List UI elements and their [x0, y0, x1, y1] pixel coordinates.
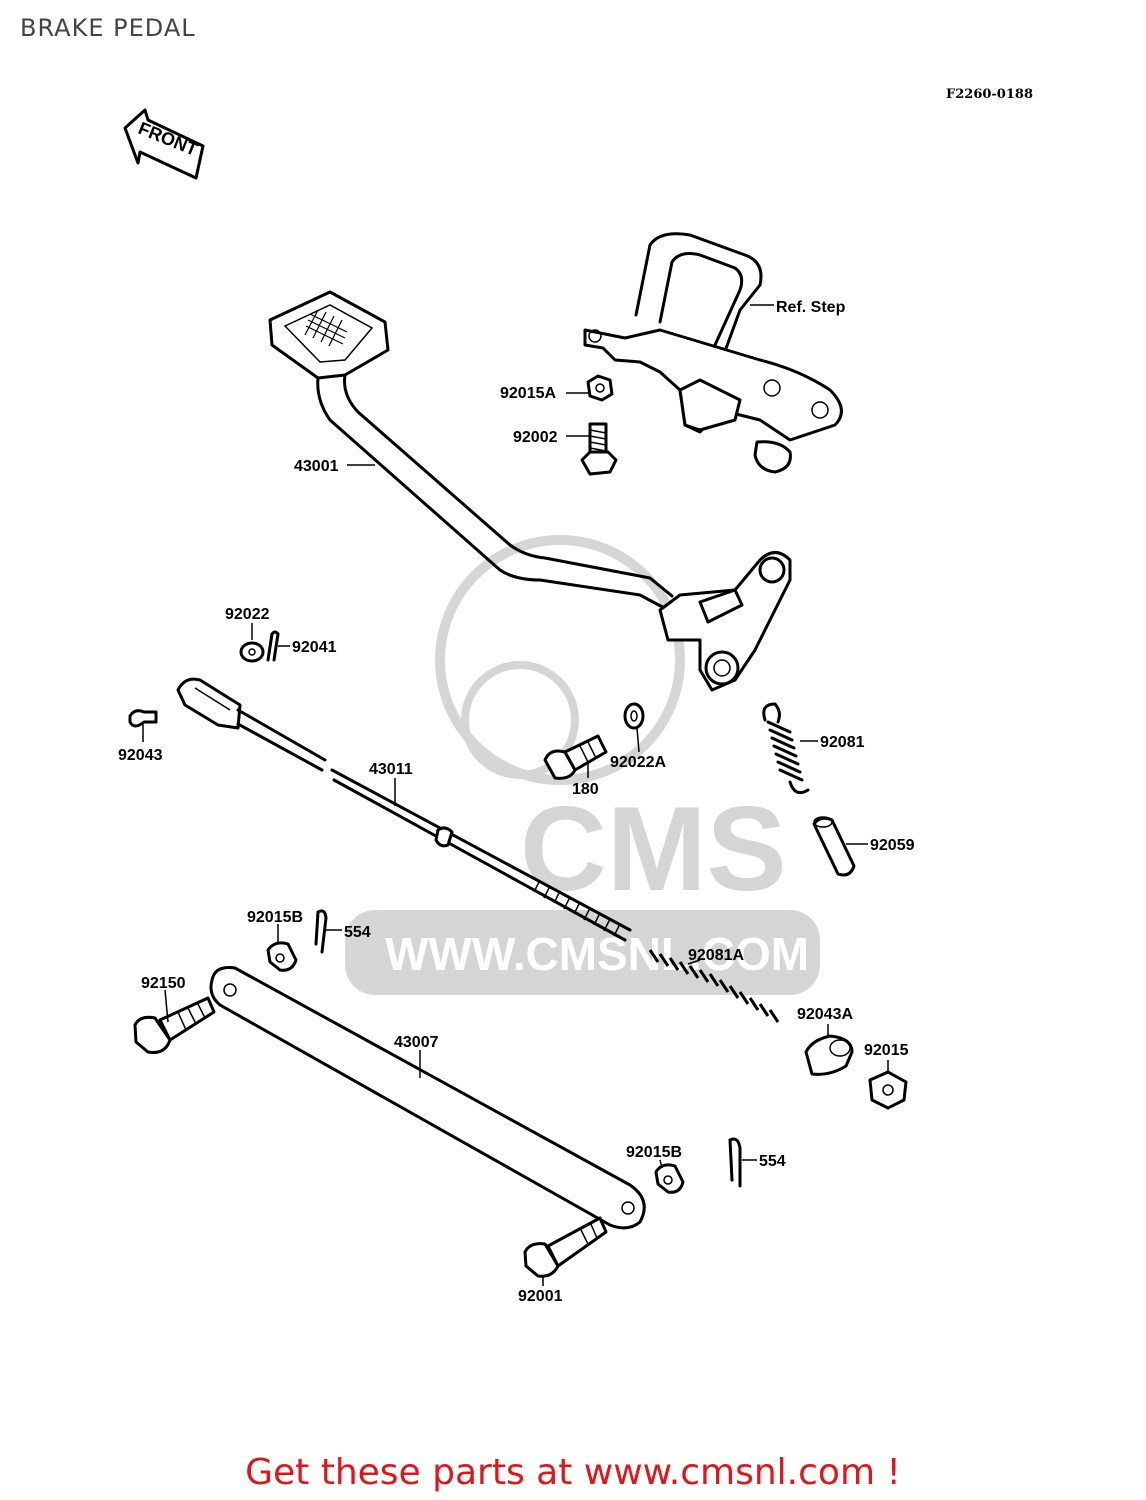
spring-92081A: [648, 949, 780, 1023]
bolt-92150: [133, 996, 216, 1054]
label-43011: 43011: [369, 761, 413, 778]
nut-92015A: [586, 374, 614, 402]
watermark-brand: CMS: [520, 782, 787, 916]
clip-554-top: [314, 909, 328, 954]
label-92041: 92041: [292, 639, 337, 656]
cms-watermark: CMS WWW.CMSNL.COM: [345, 535, 820, 995]
label-554-top: 554: [344, 924, 371, 941]
leader-lines: [142, 304, 889, 1286]
collar-92059: [812, 816, 856, 877]
bolt-92002: [580, 422, 618, 476]
label-554-bottom: 554: [759, 1153, 786, 1170]
clip-554-bottom: [728, 1137, 742, 1188]
collar-92043A: [804, 1034, 854, 1076]
label-92015A: 92015A: [500, 385, 556, 402]
label-92059: 92059: [870, 837, 915, 854]
diagram-code: F2260-0188: [946, 87, 1033, 102]
label-92015B-top: 92015B: [247, 909, 303, 926]
label-92022: 92022: [225, 606, 270, 623]
label-92015B-bottom: 92015B: [626, 1144, 682, 1161]
nut-92015B-bottom: [654, 1163, 685, 1194]
label-92043A: 92043A: [797, 1006, 853, 1023]
bolt-92001: [523, 1216, 608, 1278]
watermark-url: WWW.CMSNL.COM: [385, 928, 809, 980]
page-title: BRAKE PEDAL: [20, 14, 196, 42]
brake-pedal-43001: [268, 290, 792, 692]
label-92043: 92043: [118, 747, 163, 764]
brake-link-43007: [209, 966, 646, 1230]
washer-92022A: [623, 702, 645, 730]
cotter-pin-92041: [266, 630, 280, 662]
nut-92015B-top: [266, 941, 298, 972]
label-92001: 92001: [518, 1288, 563, 1305]
pin-92043: [128, 709, 158, 728]
label-92015: 92015: [864, 1042, 909, 1059]
brake-rod-43011: [176, 677, 632, 942]
label-92022A: 92022A: [610, 754, 666, 771]
bolt-180: [543, 734, 608, 780]
label-ref-step: Ref. Step: [776, 299, 846, 316]
front-arrow-icon: FRONT: [123, 108, 205, 180]
pedal-grip-pattern: [304, 309, 348, 347]
nut-92015: [868, 1070, 908, 1110]
label-180: 180: [572, 781, 599, 798]
label-43007: 43007: [394, 1034, 439, 1051]
footer-link[interactable]: Get these parts at www.cmsnl.com !: [245, 1452, 901, 1493]
washer-92022: [239, 641, 265, 663]
label-43001: 43001: [294, 458, 339, 475]
footstep-bracket: [583, 232, 843, 474]
label-92150: 92150: [141, 975, 186, 992]
label-92081A: 92081A: [688, 947, 744, 964]
label-92002: 92002: [513, 429, 558, 446]
spring-92081: [762, 702, 810, 795]
label-92081: 92081: [820, 734, 865, 751]
parts-diagram: CMS WWW.CMSNL.COM F2260-0188 FRONT: [118, 87, 1033, 1305]
